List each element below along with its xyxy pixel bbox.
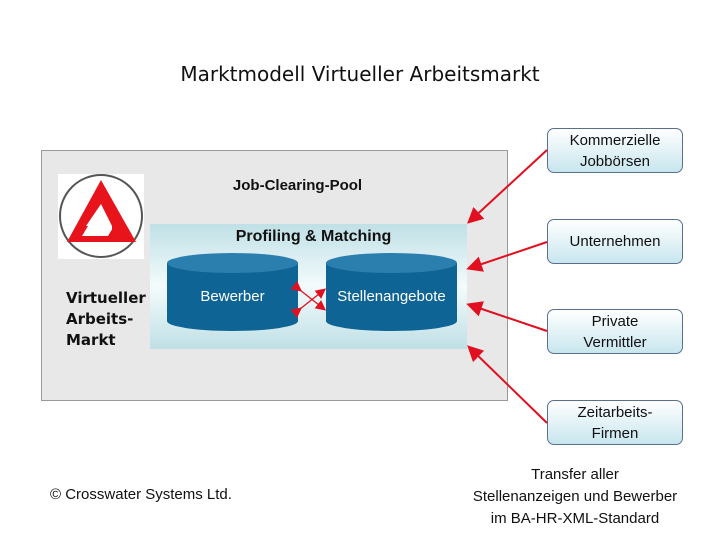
source-line: Private xyxy=(591,312,639,330)
virtual-market-label: Virtueller Arbeits- Markt xyxy=(66,288,146,351)
page-title: Marktmodell Virtueller Arbeitsmarkt xyxy=(180,62,540,86)
source-unternehmen: Unternehmen xyxy=(547,219,683,264)
source-line: Vermittler xyxy=(583,333,647,351)
transfer-line: Stellenanzeigen und Bewerber xyxy=(472,488,678,505)
transfer-line: Transfer aller xyxy=(531,466,619,483)
stellenangebote-label: Stellenangebote xyxy=(337,288,446,305)
arrow-jobboersen xyxy=(467,149,548,224)
bewerber-database: Bewerber xyxy=(167,253,298,331)
label-line: Markt xyxy=(66,331,116,349)
source-line: Zeitarbeits- xyxy=(577,403,653,421)
transfer-line: im BA-HR-XML-Standard xyxy=(490,510,660,527)
source-line: Unternehmen xyxy=(569,233,661,250)
source-line: Jobbörsen xyxy=(579,152,651,170)
source-line: Firmen xyxy=(591,424,639,442)
transfer-note: Transfer aller Stellenanzeigen und Bewer… xyxy=(445,464,705,530)
copyright: © Crosswater Systems Ltd. xyxy=(50,486,232,503)
job-clearing-pool-label: Job-Clearing-Pool xyxy=(232,177,363,194)
arrow-vermittler xyxy=(466,301,548,332)
profiling-matching-label: Profiling & Matching xyxy=(235,228,392,245)
bewerber-label: Bewerber xyxy=(200,288,265,305)
label-line: Virtueller xyxy=(66,289,146,307)
source-zeitarbeitsfirmen: Zeitarbeits- Firmen xyxy=(547,400,683,445)
source-line: Kommerzielle xyxy=(569,131,661,149)
arrow-zeitarbeit xyxy=(467,345,548,424)
matching-arrow xyxy=(290,288,327,318)
stellenangebote-database: Stellenangebote xyxy=(326,253,457,331)
label-line: Arbeits- xyxy=(66,310,134,328)
arrow-unternehmen xyxy=(466,241,548,272)
ba-logo-icon xyxy=(58,174,144,259)
